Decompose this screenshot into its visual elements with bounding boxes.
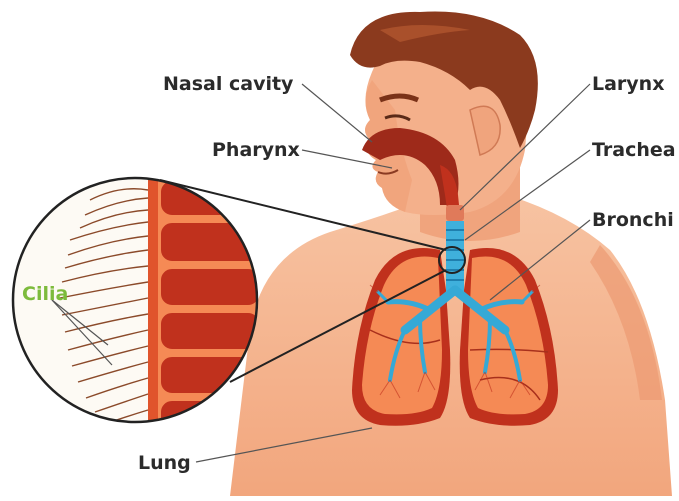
- larynx-shape: [446, 205, 464, 221]
- label-pharynx: Pharynx: [212, 141, 300, 160]
- label-larynx: Larynx: [592, 75, 664, 94]
- leader-nasal-cavity: [302, 84, 372, 142]
- trachea-shape: [446, 221, 464, 291]
- label-cilia: Cilia: [22, 285, 68, 304]
- label-nasal-cavity: Nasal cavity: [163, 75, 293, 94]
- label-lung: Lung: [138, 454, 191, 473]
- label-bronchi: Bronchi: [592, 211, 674, 230]
- cilia-zoom-circle: [13, 170, 268, 440]
- label-trachea: Trachea: [592, 141, 676, 160]
